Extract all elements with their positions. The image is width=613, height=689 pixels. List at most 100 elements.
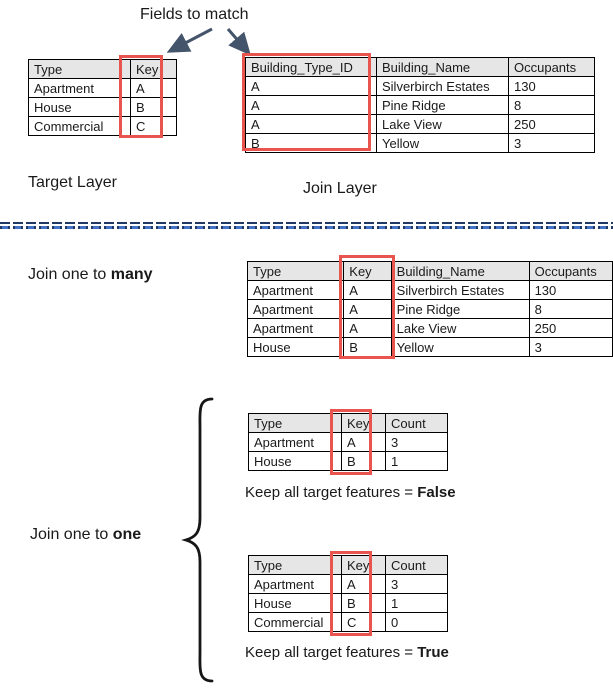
table-cell: A — [341, 574, 386, 594]
table-cell: Commercial — [248, 612, 342, 632]
join-one-to-many-label-bold: many — [110, 266, 153, 283]
join-one-to-one-label: Join one to one — [30, 526, 141, 544]
table-cell: A — [245, 95, 377, 115]
join-one-to-many-label-prefix: Join one to — [28, 266, 111, 283]
join-one-to-one-label-bold: one — [112, 526, 142, 543]
table-header-cell: Building_Name — [390, 261, 530, 281]
table-cell: Pine Ridge — [376, 95, 509, 115]
table-cell: A — [343, 318, 392, 338]
table-header-cell: Type — [248, 413, 342, 433]
table-cell: 0 — [385, 612, 448, 632]
table-cell: C — [341, 612, 386, 632]
table-cell: House — [246, 337, 345, 357]
table-header-cell: Key — [343, 261, 392, 281]
table-cell: A — [245, 114, 377, 134]
table-cell: 3 — [385, 432, 448, 452]
table-cell: B — [130, 97, 177, 117]
table-header-cell: Building_Type_ID — [245, 57, 377, 77]
table-cell: Yellow — [376, 133, 509, 153]
keep-true-caption-bold: True — [417, 644, 449, 661]
table-cell: 8 — [508, 95, 595, 115]
table-cell: Yellow — [390, 337, 530, 357]
table-cell: 3 — [385, 574, 448, 594]
table-cell: Lake View — [376, 114, 509, 134]
keep-true-caption: Keep all target features = True — [245, 644, 449, 661]
table-cell: Apartment — [28, 78, 131, 98]
table-cell: B — [341, 593, 386, 613]
keep-false-caption: Keep all target features = False — [245, 484, 456, 501]
table-cell: B — [343, 337, 392, 357]
table-cell: C — [130, 116, 177, 136]
target-layer-label: Target Layer — [28, 174, 117, 191]
keep-false-caption-prefix: Keep all target features = — [245, 484, 418, 501]
table-cell: 250 — [528, 318, 613, 338]
table-cell: B — [245, 133, 377, 153]
table-cell: 3 — [508, 133, 595, 153]
table-cell: A — [341, 432, 386, 452]
table-cell: 130 — [528, 280, 613, 300]
table-cell: 130 — [508, 76, 595, 96]
table-cell: Silverbirch Estates — [376, 76, 509, 96]
join-one-to-many-label: Join one to many — [28, 266, 153, 284]
table-header-cell: Count — [385, 413, 448, 433]
table-header-cell: Occupants — [508, 57, 595, 77]
fields-to-match-label: Fields to match — [140, 6, 249, 23]
table-cell: 8 — [528, 299, 613, 319]
match-arrows — [166, 27, 251, 56]
table-cell: A — [343, 299, 392, 319]
join-layer-label: Join Layer — [303, 180, 377, 197]
table-cell: Silverbirch Estates — [390, 280, 530, 300]
table-header-cell: Count — [385, 555, 448, 575]
table-cell: 250 — [508, 114, 595, 134]
table-cell: Apartment — [246, 280, 345, 300]
arrow-to-target-key-icon — [166, 27, 213, 53]
table-cell: Apartment — [246, 299, 345, 319]
table-cell: A — [343, 280, 392, 300]
table-header-cell: Building_Name — [376, 57, 509, 77]
table-cell: House — [248, 593, 342, 613]
table-cell: 1 — [385, 593, 448, 613]
table-header-cell: Type — [28, 59, 131, 79]
table-cell: Pine Ridge — [390, 299, 530, 319]
keep-true-caption-prefix: Keep all target features = — [245, 644, 418, 661]
table-cell: A — [245, 76, 377, 96]
table-cell: 1 — [385, 451, 448, 471]
table-cell: B — [341, 451, 386, 471]
table-cell: Apartment — [248, 432, 342, 452]
table-cell: Lake View — [390, 318, 530, 338]
table-header-cell: Type — [246, 261, 345, 281]
keep-false-caption-bold: False — [417, 484, 456, 501]
table-cell: Apartment — [246, 318, 345, 338]
table-header-cell: Key — [341, 413, 386, 433]
table-header-cell: Key — [130, 59, 177, 79]
table-header-cell: Key — [341, 555, 386, 575]
table-cell: 3 — [528, 337, 613, 357]
table-header-cell: Occupants — [528, 261, 613, 281]
